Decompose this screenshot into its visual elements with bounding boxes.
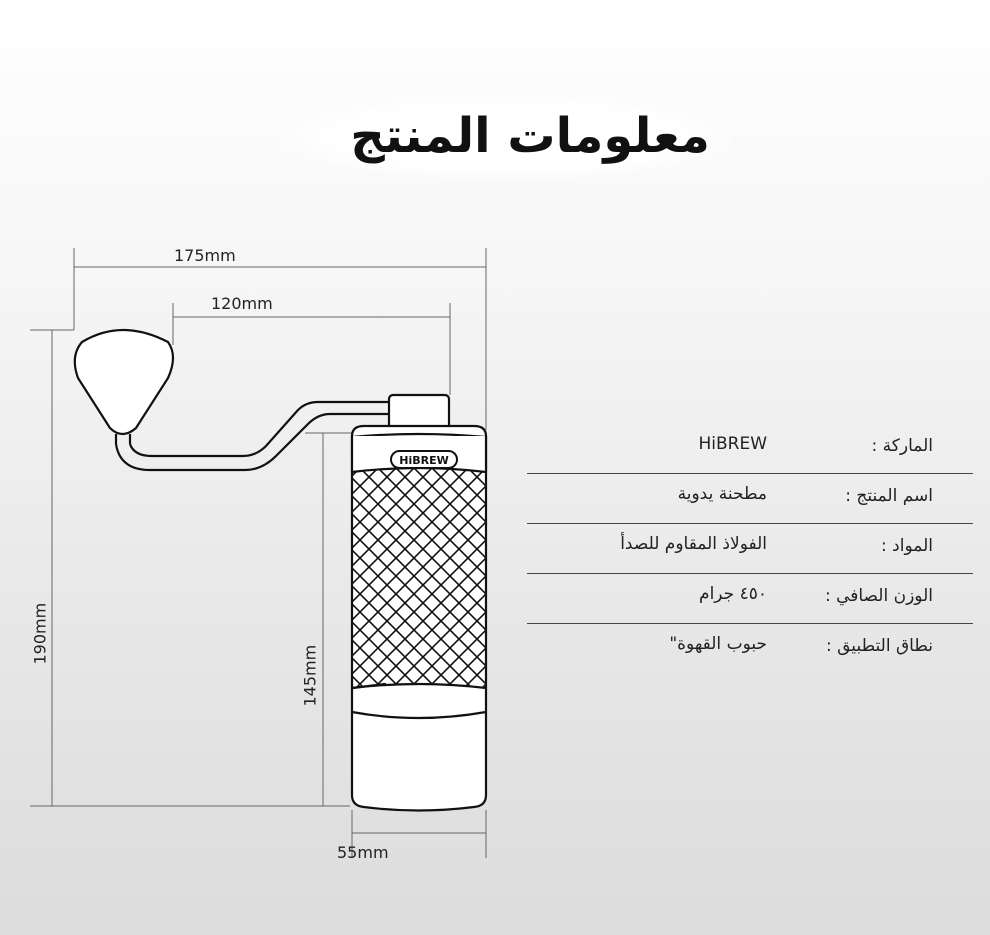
body-top-edge	[351, 432, 487, 439]
spec-row-brand: الماركة : HiBREW	[527, 424, 973, 474]
spec-row-product-name: اسم المنتج : مطحنة يدوية	[527, 474, 973, 524]
spec-row-application: نطاق التطبيق : حبوب القهوة"	[527, 624, 973, 673]
spec-value: HiBREW	[698, 434, 767, 454]
spec-label: اسم المنتج :	[845, 486, 933, 506]
spec-label: الوزن الصافي :	[824, 586, 933, 606]
dimension-55-label: 55mm	[337, 843, 389, 862]
spec-label: الماركة :	[871, 436, 933, 456]
crank-arm-outer	[114, 412, 390, 472]
spec-value: ٤٥٠ جرام	[699, 584, 767, 604]
dimension-120-label: 120mm	[211, 294, 273, 313]
spec-value: الفولاذ المقاوم للصدأ	[620, 534, 767, 554]
top-cap	[387, 393, 451, 431]
knurl-pattern	[352, 468, 486, 688]
handle-knob	[73, 328, 175, 436]
logo-badge	[390, 450, 458, 469]
spec-label: المواد :	[881, 536, 933, 556]
dimension-190-label: 190mm	[30, 602, 50, 665]
spec-row-material: المواد : الفولاذ المقاوم للصدأ	[527, 524, 973, 574]
knob-neck	[114, 434, 132, 444]
dimension-175-label: 175mm	[174, 246, 236, 265]
spec-row-weight: الوزن الصافي : ٤٥٠ جرام	[527, 574, 973, 624]
spec-value: حبوب القهوة"	[669, 634, 767, 654]
lower-seam	[351, 710, 487, 720]
spec-table: الماركة : HiBREW اسم المنتج : مطحنة يدوي…	[527, 424, 973, 673]
dimension-145-label: 145mm	[300, 644, 320, 707]
dimension-lines	[30, 248, 487, 858]
spec-label: نطاق التطبيق :	[826, 636, 933, 656]
title-highlight	[280, 95, 730, 180]
logo-text: HiBREW	[399, 454, 448, 467]
crank-arm-inner	[128, 400, 390, 458]
page-title: معلومات المنتج	[350, 108, 710, 164]
spec-value: مطحنة يدوية	[677, 484, 767, 504]
